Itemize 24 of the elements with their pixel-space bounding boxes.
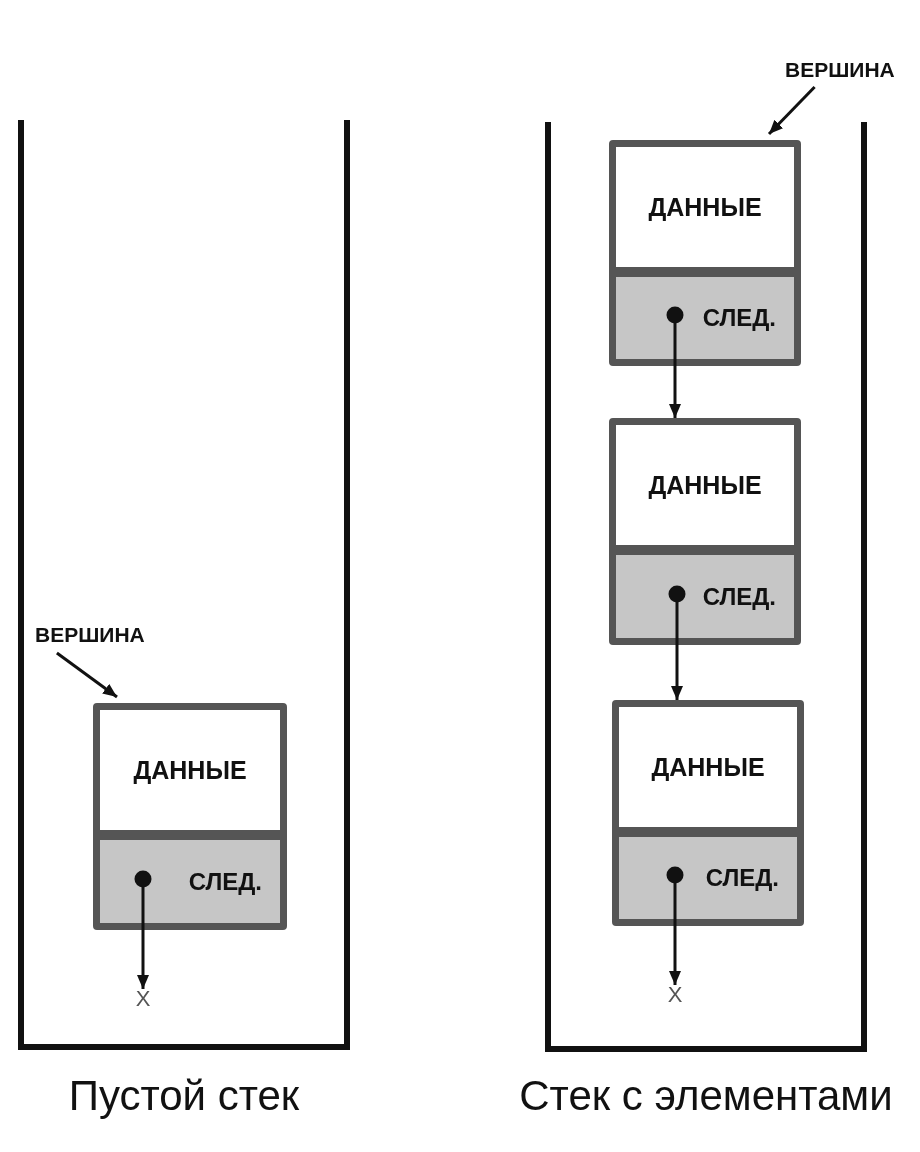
pointer-arrow <box>666 306 684 418</box>
next-label: СЛЕД. <box>705 864 779 892</box>
data-label: ДАННЫЕ <box>133 756 247 784</box>
stack-node-box <box>609 418 801 645</box>
data-label: ДАННЫЕ <box>651 753 765 781</box>
stack-node-box <box>93 703 287 930</box>
next-label: СЛЕД. <box>188 867 262 896</box>
stack-caption: Стек с элементами <box>519 1072 893 1120</box>
stack-node-box <box>612 700 804 926</box>
pointer-arrow <box>666 866 684 985</box>
next-label: СЛЕД. <box>702 304 776 332</box>
arrow <box>767 85 816 136</box>
pointer-arrow <box>134 870 152 989</box>
data-label: ДАННЫЕ <box>648 193 762 221</box>
pointer-arrow <box>668 585 686 700</box>
stack-caption: Пустой стек <box>68 1072 300 1120</box>
stack-node-box <box>609 140 801 366</box>
null-marker: X <box>667 985 683 1005</box>
top-label: ВЕРШИНА <box>785 58 895 82</box>
top-label: ВЕРШИНА <box>35 623 145 647</box>
next-label: СЛЕД. <box>702 582 776 611</box>
data-label: ДАННЫЕ <box>648 471 762 499</box>
arrow <box>56 651 118 699</box>
null-marker: X <box>135 989 151 1009</box>
